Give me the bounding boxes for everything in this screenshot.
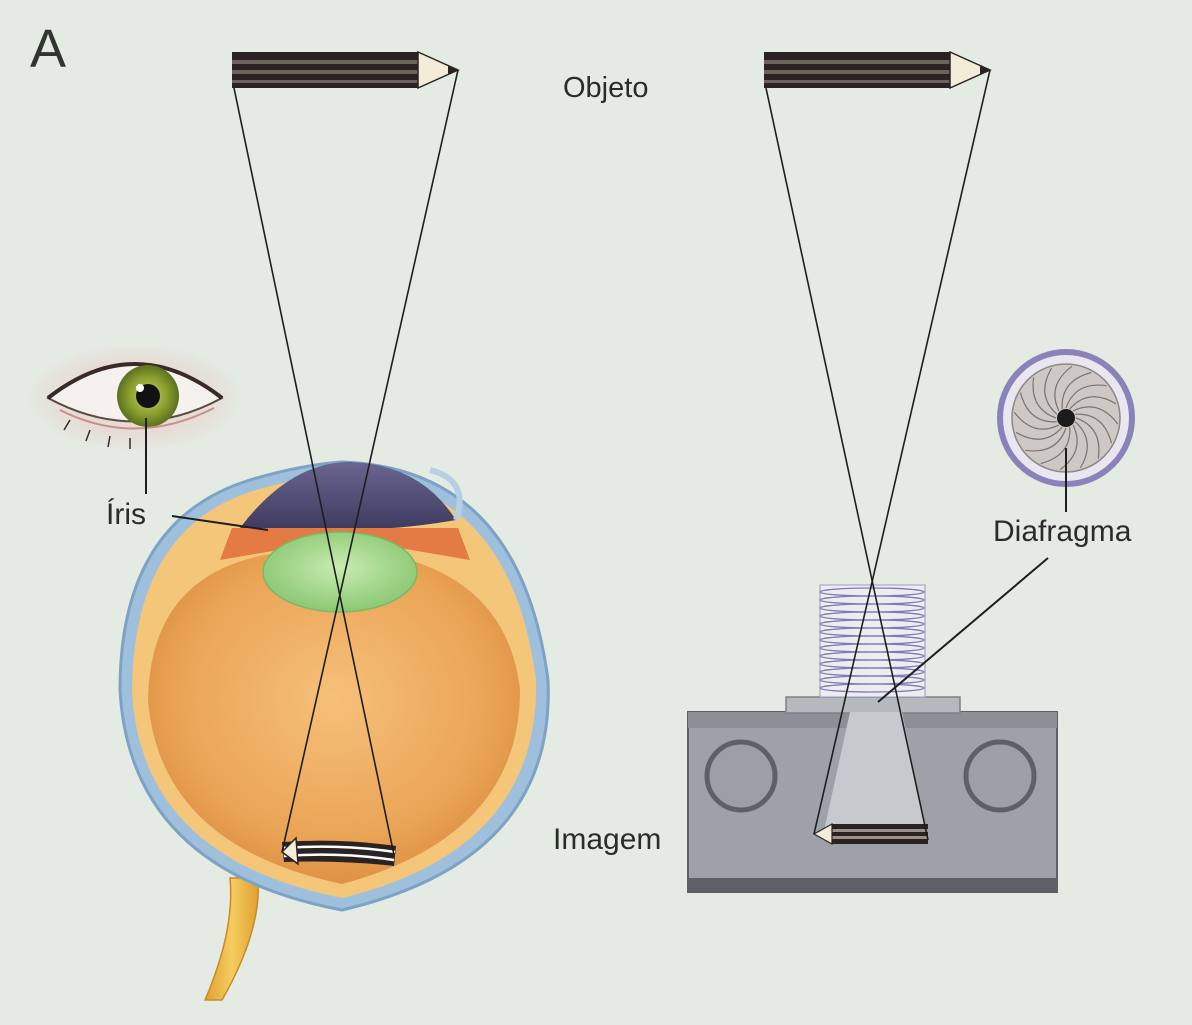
eyeball-cross-section xyxy=(120,462,548,1000)
lens-barrel-spring xyxy=(820,585,925,697)
camera-body xyxy=(688,697,1057,892)
object-pencil-eye xyxy=(232,52,458,88)
iris-label: Íris xyxy=(106,500,146,530)
camera-image-pencil xyxy=(814,824,928,844)
external-eye xyxy=(27,344,243,452)
panel-letter: A xyxy=(30,22,66,76)
diaphragm-label: Diafragma xyxy=(993,517,1131,547)
object-pencil-camera xyxy=(764,52,990,88)
image-label: Imagem xyxy=(553,825,661,855)
object-label: Objeto xyxy=(563,74,648,103)
